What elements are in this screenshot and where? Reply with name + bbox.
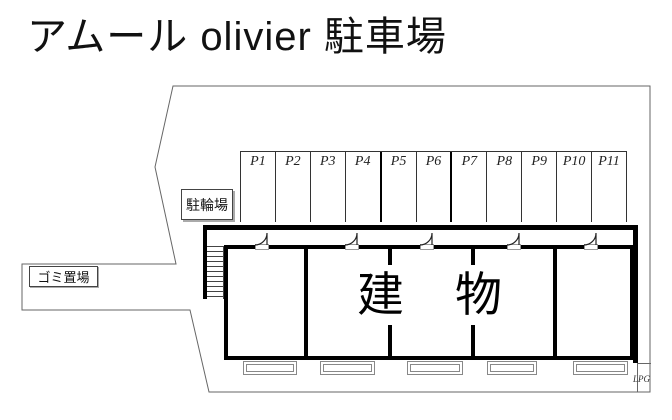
parking-stall: P9 (521, 152, 556, 222)
parking-stall: P10 (556, 152, 591, 222)
parking-stall-label: P6 (425, 154, 442, 169)
parking-stall-label: P5 (390, 154, 407, 169)
door-opening (507, 244, 521, 250)
building-label-char-1: 建 (357, 268, 404, 321)
building-outer-wall-left (203, 225, 207, 299)
garbage-area-label: ゴミ置場 (29, 266, 98, 287)
lpg-label: LPG (632, 374, 650, 384)
parking-stall-label: P9 (531, 154, 547, 169)
unit-divider (304, 249, 308, 356)
parking-stall-label: P8 (496, 154, 513, 169)
page-title: アムール olivier 駐車場 (27, 15, 447, 59)
parking-stall: P1 (240, 152, 275, 222)
parking-stall-label: P3 (319, 154, 336, 169)
building-unit-block (224, 245, 634, 360)
door-opening (420, 244, 434, 250)
parking-stall-label: P11 (598, 154, 620, 169)
door-swing-icon (507, 232, 520, 246)
door-swing-icon (584, 232, 597, 246)
lpg-compartment (637, 363, 651, 392)
door-opening (255, 244, 269, 250)
parking-stall: P4 (344, 152, 380, 222)
parking-stall-label: P4 (354, 154, 371, 169)
parking-stall-label: P10 (562, 154, 586, 169)
entry-step (407, 361, 463, 375)
door-opening (584, 244, 598, 250)
parking-stall-label: P2 (285, 154, 301, 169)
parking-stall: P7 (450, 152, 486, 222)
entry-step (320, 361, 375, 375)
door-opening (345, 244, 359, 250)
building-outer-wall-top (203, 225, 638, 230)
bicycle-parking-label: 駐輪場 (181, 189, 233, 220)
parking-stall-label: P7 (461, 154, 478, 169)
parking-stall: P3 (309, 152, 345, 222)
parking-stall: P2 (274, 152, 310, 222)
stair-hatch (207, 246, 224, 299)
unit-divider (553, 249, 557, 356)
entry-step (573, 361, 628, 375)
building-outer-wall-right (633, 225, 638, 363)
unit-divider (388, 249, 392, 356)
building-label-char-2: 物 (455, 268, 502, 321)
parking-stall: P5 (379, 152, 416, 222)
door-swing-icon (420, 232, 433, 246)
entry-step (243, 361, 297, 375)
unit-divider (471, 249, 475, 356)
door-swing-icon (345, 232, 358, 246)
parking-stall: P6 (415, 152, 451, 222)
parking-stall: P8 (486, 152, 521, 222)
parking-stalls: P1 P2 P3 P4 P5 P6 P7 P8 P9 P10 P11 (240, 151, 627, 222)
parking-stall: P11 (591, 152, 627, 222)
parking-stall-label: P1 (250, 154, 266, 169)
entry-step (487, 361, 537, 375)
door-swing-icon (255, 232, 268, 246)
